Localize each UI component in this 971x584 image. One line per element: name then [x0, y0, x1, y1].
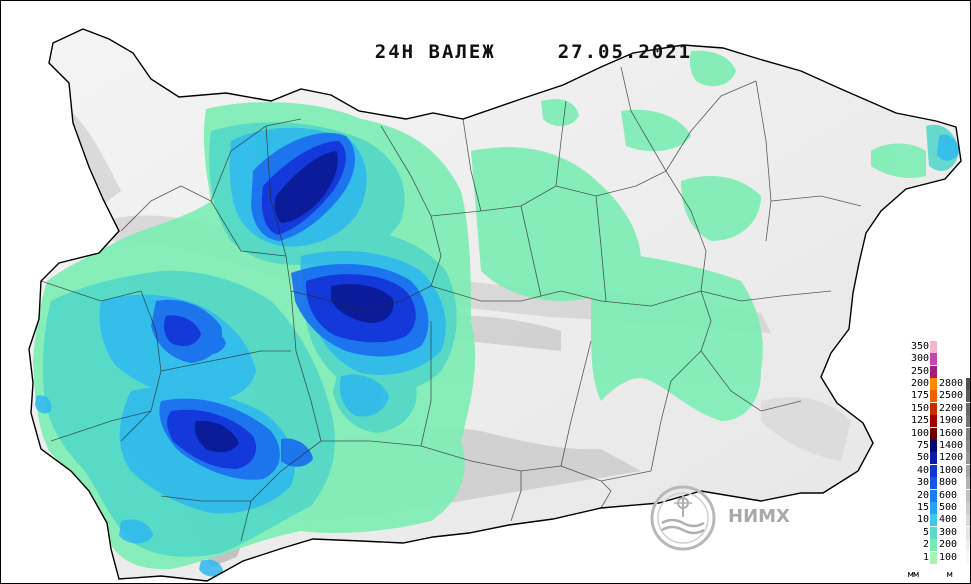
legend-precip-label: 20 — [916, 489, 929, 501]
legend-altitude-swatch — [966, 378, 970, 390]
legend-precip-label: 5 — [922, 526, 929, 538]
legend-precip-label: 350 — [910, 340, 929, 352]
map-title: 24Н ВАЛЕЖ 27.05.2021 — [321, 19, 721, 85]
legend-altitude-swatch — [966, 489, 970, 502]
legend-precip-swatch — [930, 526, 937, 539]
legend-precip-label: 1 — [922, 551, 929, 563]
legend-altitude-swatch — [966, 502, 970, 514]
country-border — [28, 28, 962, 582]
legend-precip-swatch — [930, 427, 937, 440]
precip-navy — [195, 151, 394, 453]
legend-precip-swatch — [930, 365, 937, 378]
legend-precip-swatch — [930, 502, 937, 514]
legend-precip-swatch — [930, 489, 937, 502]
legend-precip-swatch — [930, 378, 937, 390]
relief-strandzha — [761, 397, 851, 461]
nimh-emblem-icon — [650, 485, 716, 551]
logo-text: НИМХ — [728, 506, 790, 527]
legend-precip-swatch — [930, 551, 937, 564]
legend-altitude-label: 800 — [939, 477, 958, 489]
legend-precip-swatch — [930, 415, 937, 428]
legend-precip-swatch — [930, 390, 937, 403]
legend-altitude-label: 200 — [939, 539, 958, 551]
legend-altitude-label: 2500 — [939, 390, 964, 402]
legend-precip-label: 10 — [916, 514, 929, 526]
legend-altitude-label: 100 — [939, 551, 958, 563]
legend-precip-label: 30 — [916, 477, 929, 489]
legend-altitude-label: 1900 — [939, 415, 964, 427]
legend-altitude-swatch — [966, 551, 970, 564]
legend-altitude-swatch — [966, 477, 970, 490]
legend-altitude-label: 300 — [939, 526, 958, 538]
legend-precip-swatch — [930, 440, 937, 452]
legend-altitude-swatch — [966, 464, 970, 477]
legend-altitude-swatch — [966, 440, 970, 452]
nimh-logo: НИМХ — [648, 483, 818, 553]
legend-altitude-label: 1200 — [939, 452, 964, 464]
legend-precip-label: 2 — [922, 539, 929, 551]
legend-precip-label: 125 — [910, 415, 929, 427]
legend-precip-swatch — [930, 402, 937, 415]
precip-layer — [33, 50, 959, 577]
legend-precip-label: 100 — [910, 427, 929, 439]
legend-altitude-swatch — [966, 452, 970, 465]
legend-precip-label: 50 — [916, 452, 929, 464]
legend-precip-label: 75 — [916, 440, 929, 451]
legend-altitude-label: 400 — [939, 514, 958, 526]
legend-precip-label: 250 — [910, 365, 929, 377]
title-label: 24Н ВАЛЕЖ — [374, 41, 496, 63]
legend-precip-label: 150 — [910, 402, 929, 414]
legend-altitude-label: 1000 — [939, 464, 964, 476]
legend-altitude-label: 2200 — [939, 402, 964, 414]
legend-altitude-label: 500 — [939, 502, 958, 513]
legend-precip-label: 300 — [910, 353, 929, 365]
legend-altitude-swatch — [966, 514, 970, 527]
legend-precip-swatch — [930, 452, 937, 465]
legend-altitude-swatch — [966, 427, 970, 440]
legend-precip-label: 175 — [910, 390, 929, 402]
legend-precip-swatch — [930, 514, 937, 527]
legend-altitude-swatch — [966, 539, 970, 552]
legend-precip-swatch — [930, 353, 937, 366]
legend-altitude-unit: м — [947, 570, 953, 580]
legend-precip-label: 200 — [910, 378, 929, 389]
legend-precip-label: 40 — [916, 464, 929, 476]
legend-precip-swatch — [930, 464, 937, 477]
legend-altitude-swatch — [966, 402, 970, 415]
relief-northwest — [67, 111, 121, 206]
legend-precip-swatch — [930, 477, 937, 490]
legend-precip-swatch — [930, 539, 937, 552]
legend-altitude-swatch — [966, 526, 970, 539]
legend-altitude-label: 1400 — [939, 440, 964, 451]
title-date: 27.05.2021 — [557, 41, 693, 63]
legend-altitude-swatch — [966, 390, 970, 403]
legend-altitude-swatch — [966, 415, 970, 428]
legend-precip-label: 15 — [916, 502, 929, 513]
legend-altitude-label: 1600 — [939, 427, 964, 439]
legend-altitude-label: 2800 — [939, 378, 964, 389]
province-borders — [40, 66, 862, 542]
legend-precip-unit: мм — [908, 570, 919, 580]
legend-precip-swatch — [930, 340, 937, 353]
legend-altitude-label: 600 — [939, 489, 958, 501]
